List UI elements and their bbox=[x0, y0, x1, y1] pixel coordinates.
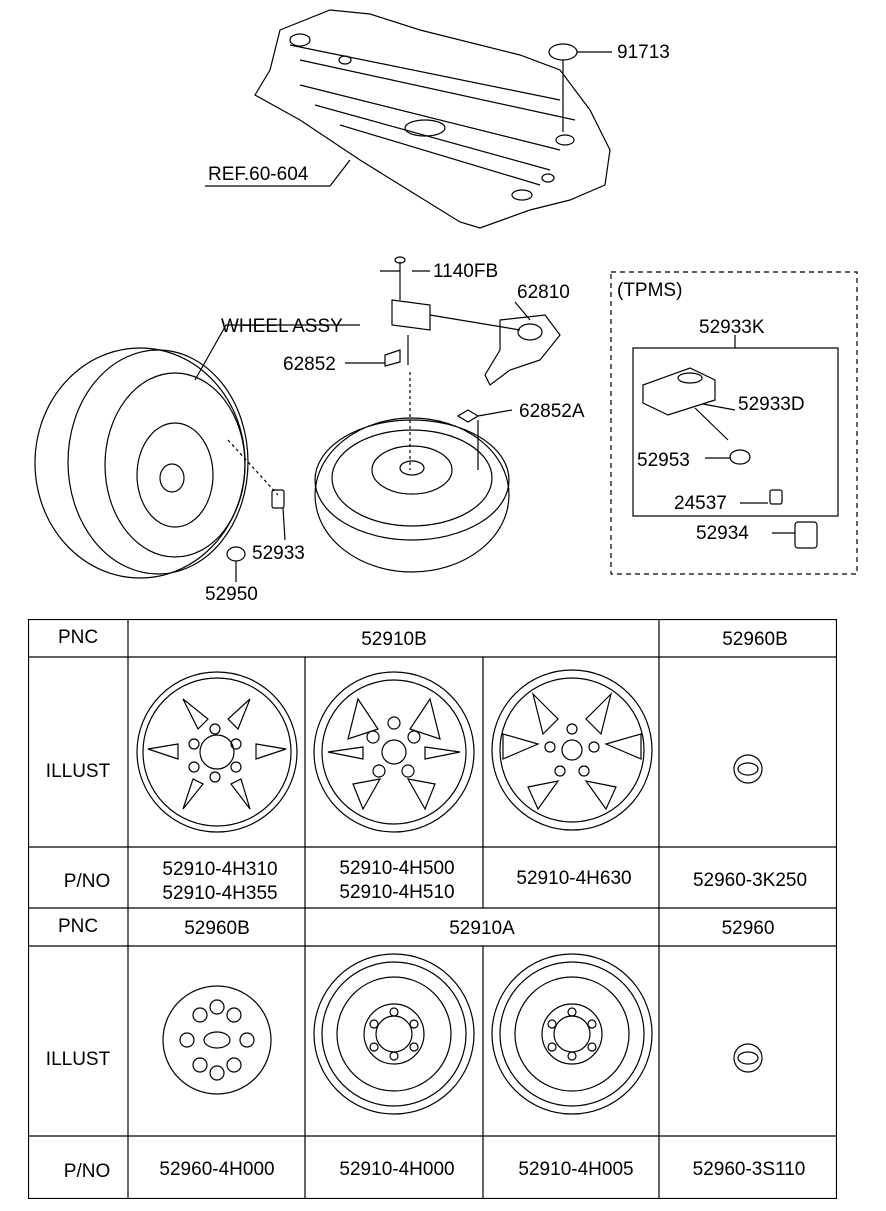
pno-4h630: 52910-4H630 bbox=[516, 868, 632, 889]
pno-4h000-wheel: 52910-4H000 bbox=[339, 1159, 455, 1180]
row2-pno-label: P/NO bbox=[63, 1161, 111, 1182]
tpms-box bbox=[610, 271, 858, 575]
floor-panel-illustration bbox=[254, 9, 611, 229]
callout-52934: 52934 bbox=[696, 523, 749, 544]
callout-52933k: 52933K bbox=[699, 317, 765, 338]
parts-table: PNC 52910B 52960B ILLUST P/NO 52910-4H31… bbox=[28, 619, 837, 1199]
hubcap-illust-4h000 bbox=[162, 985, 272, 1095]
callout-52953: 52953 bbox=[637, 450, 690, 471]
wheel-illust-4h310 bbox=[136, 671, 298, 833]
valve-illustration bbox=[271, 489, 285, 509]
tpms-kit-box bbox=[632, 347, 839, 517]
tag-illustration bbox=[456, 409, 480, 423]
callout-wheel-assy: WHEEL ASSY bbox=[221, 316, 343, 337]
row1-pnc-52910b: 52910B bbox=[361, 629, 427, 650]
callout-62852a: 62852A bbox=[519, 401, 585, 422]
callout-ref: REF.60-604 bbox=[208, 164, 309, 185]
row1-pnc-label: PNC bbox=[57, 627, 99, 648]
pno-4h500: 52910-4H500 bbox=[339, 858, 455, 879]
parts-diagram: 91713 REF.60-604 1140FB 62810 WHEEL ASSY… bbox=[34, 9, 858, 605]
callout-91713: 91713 bbox=[617, 42, 670, 63]
row1-pnc-52960b: 52960B bbox=[722, 629, 788, 650]
pno-4h000-hubcap: 52960-4H000 bbox=[159, 1159, 275, 1180]
lug-nut-illustration bbox=[226, 546, 246, 562]
hubcap-illust-3k250 bbox=[733, 754, 763, 784]
row2-illust-label: ILLUST bbox=[45, 1049, 111, 1070]
row2-pnc-52960: 52960 bbox=[721, 918, 775, 939]
callout-62810: 62810 bbox=[517, 282, 570, 303]
wheel-illust-4h500 bbox=[313, 671, 475, 833]
pno-4h355: 52910-4H355 bbox=[162, 883, 278, 904]
callout-52933d: 52933D bbox=[738, 394, 805, 415]
callout-62852: 62852 bbox=[283, 354, 336, 375]
pno-4h005: 52910-4H005 bbox=[518, 1159, 634, 1180]
tpms-title: (TPMS) bbox=[617, 280, 683, 301]
wheel-assy-illustration bbox=[34, 324, 360, 582]
row1-pno-label: P/NO bbox=[63, 871, 111, 892]
pno-3s110: 52960-3S110 bbox=[692, 1159, 806, 1180]
exploded-view-drawing bbox=[34, 9, 858, 582]
callout-24537: 24537 bbox=[674, 493, 727, 514]
washer-illustration bbox=[548, 43, 578, 61]
row2-pnc-52960b: 52960B bbox=[184, 918, 250, 939]
callout-52933: 52933 bbox=[252, 543, 305, 564]
row2-pnc-label: PNC bbox=[57, 916, 99, 937]
table-grid bbox=[28, 619, 837, 1199]
steel-wheel-illust-4h005 bbox=[491, 953, 653, 1115]
wheel-illust-4h630 bbox=[491, 669, 653, 831]
tpms-sensor-illustration bbox=[642, 367, 818, 549]
pno-4h310: 52910-4H310 bbox=[162, 859, 278, 880]
pno-4h510: 52910-4H510 bbox=[339, 882, 455, 903]
row1-illust-label: ILLUST bbox=[45, 761, 111, 782]
spare-wheel-illustration bbox=[314, 372, 513, 573]
callout-1140fb: 1140FB bbox=[433, 261, 499, 282]
pno-3k250: 52960-3K250 bbox=[692, 870, 808, 891]
row2-pnc-52910a: 52910A bbox=[449, 918, 515, 939]
carrier-bracket-illustration bbox=[345, 256, 561, 386]
callout-52950: 52950 bbox=[205, 584, 258, 605]
steel-wheel-illust-4h000 bbox=[313, 953, 475, 1115]
hubcap-illust-3s110 bbox=[733, 1043, 763, 1073]
